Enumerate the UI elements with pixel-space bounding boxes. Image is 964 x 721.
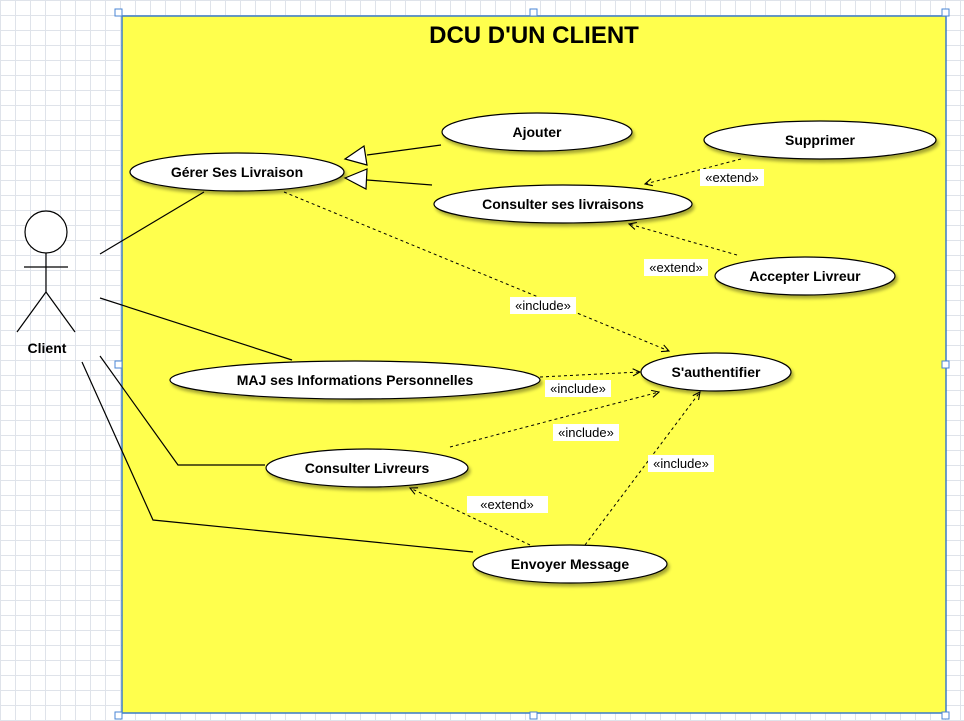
- label-extend-accepter: «extend»: [649, 260, 703, 275]
- use-case-accepter-livreur-label: Accepter Livreur: [749, 268, 861, 284]
- generalizations: [343, 144, 442, 190]
- use-case-envoyer-message-shape[interactable]: [472, 544, 668, 584]
- assoc-consulter-livreurs[interactable]: [99, 355, 265, 466]
- use-case-authentifier-label: S'authentifier: [672, 364, 761, 380]
- use-case-consulter-livraisons-label: Consulter ses livraisons: [482, 196, 644, 212]
- actor-label: Client: [28, 340, 67, 356]
- use-case-supprimer-shape[interactable]: [703, 120, 937, 160]
- associations: [81, 191, 474, 553]
- use-case-supprimer-label: Supprimer: [785, 132, 856, 148]
- gen-ajouter-line[interactable]: [366, 144, 442, 156]
- dep-include-livreurs[interactable]: [449, 392, 659, 448]
- dep-include-maj[interactable]: [539, 372, 640, 378]
- actor-head: [24, 210, 68, 254]
- use-cases: [129, 112, 937, 584]
- use-case-gerer-shape[interactable]: [129, 152, 345, 192]
- use-case-envoyer-message-label: Envoyer Message: [511, 556, 629, 572]
- gen-consulter-line[interactable]: [366, 179, 433, 186]
- use-case-consulter-livraisons-shape[interactable]: [433, 184, 693, 224]
- label-include-gerer: «include»: [515, 298, 571, 313]
- use-case-consulter-livreurs-label: Consulter Livreurs: [305, 460, 430, 476]
- dep-extend-accepter[interactable]: [629, 224, 738, 256]
- gen-consulter-arrowhead: [343, 168, 368, 190]
- dep-extend-message[interactable]: [410, 488, 531, 546]
- relation-labels: «extend» «extend» «include» «include» «i…: [467, 169, 764, 513]
- assoc-gerer[interactable]: [99, 191, 205, 255]
- use-case-maj-infos-shape[interactable]: [169, 360, 541, 400]
- use-case-ajouter-shape[interactable]: [441, 112, 633, 152]
- label-include-message: «include»: [653, 456, 709, 471]
- dep-include-message[interactable]: [584, 392, 700, 546]
- label-extend-supprimer: «extend»: [705, 170, 759, 185]
- actor-left-leg: [16, 291, 47, 333]
- dep-extend-supprimer[interactable]: [645, 158, 742, 184]
- actor-right-leg: [45, 291, 76, 333]
- gen-ajouter-arrowhead: [343, 144, 368, 166]
- diagram-title: DCU D'UN CLIENT: [429, 22, 639, 49]
- use-case-accepter-livreur-shape[interactable]: [714, 256, 896, 296]
- use-case-maj-infos-label: MAJ ses Informations Personnelles: [237, 372, 474, 388]
- selection-handles: [114, 8, 950, 720]
- label-include-livreurs: «include»: [558, 425, 614, 440]
- actor-client[interactable]: [16, 210, 76, 333]
- assoc-maj[interactable]: [99, 297, 293, 361]
- use-case-ajouter-label: Ajouter: [513, 124, 563, 140]
- use-case-authentifier-shape[interactable]: [640, 352, 792, 392]
- assoc-envoyer-message[interactable]: [81, 361, 474, 553]
- use-case-consulter-livreurs-shape[interactable]: [265, 448, 469, 488]
- use-case-gerer-label: Gérer Ses Livraison: [171, 164, 303, 180]
- dependencies: [283, 158, 742, 546]
- label-include-maj: «include»: [550, 381, 606, 396]
- label-extend-message: «extend»: [480, 497, 534, 512]
- use-case-labels: Gérer Ses Livraison Ajouter Supprimer Co…: [171, 124, 861, 572]
